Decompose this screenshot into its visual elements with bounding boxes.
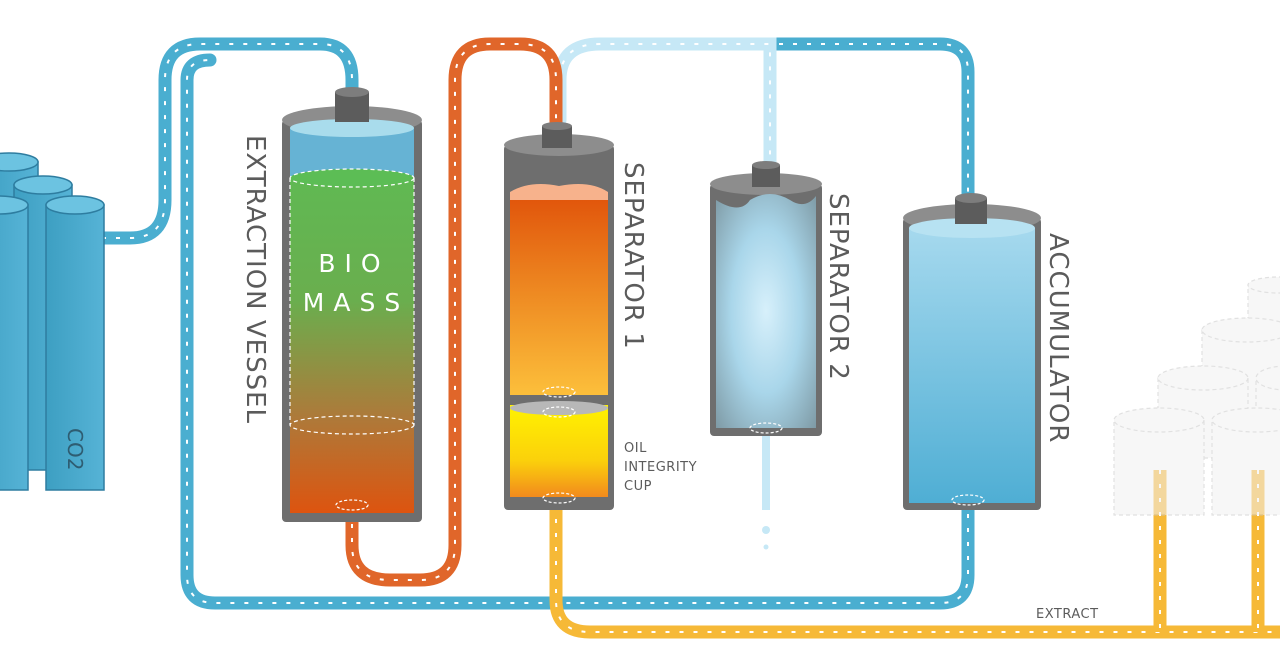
droplet [762,526,770,534]
oil-integrity-cup-label-line2: INTEGRITY [624,460,697,475]
separator-2-label: SEPARATOR 2 [823,193,853,381]
co2-label: CO2 [63,428,87,470]
co2-pipe-network [81,37,975,610]
co2-pipe-inlet [81,37,359,245]
extraction-vessel: BIO MASS [282,87,422,522]
oil-integrity-cup-label-line3: CUP [624,479,652,494]
co2-pipe-to-accumulator [758,37,975,203]
separator-1 [504,122,614,510]
solution-pipe [345,37,563,587]
biomass-label-mass: MASS [303,288,409,317]
biomass-label-bio: BIO [318,249,389,278]
co2-pipe-return-loop [180,53,975,610]
oil-integrity-cup-label-line1: OIL [624,441,647,456]
separator-2 [710,161,822,436]
accumulator [903,193,1041,510]
extraction-vessel-label: EXTRACTION VESSEL [240,135,270,424]
extract-label: EXTRACT [1036,607,1099,622]
accumulator-label: ACCUMULATOR [1043,233,1073,443]
extract-containers [1113,276,1280,516]
droplet [763,544,769,550]
co2-tanks: CO2 [0,152,105,491]
separator-1-label: SEPARATOR 1 [618,162,648,350]
